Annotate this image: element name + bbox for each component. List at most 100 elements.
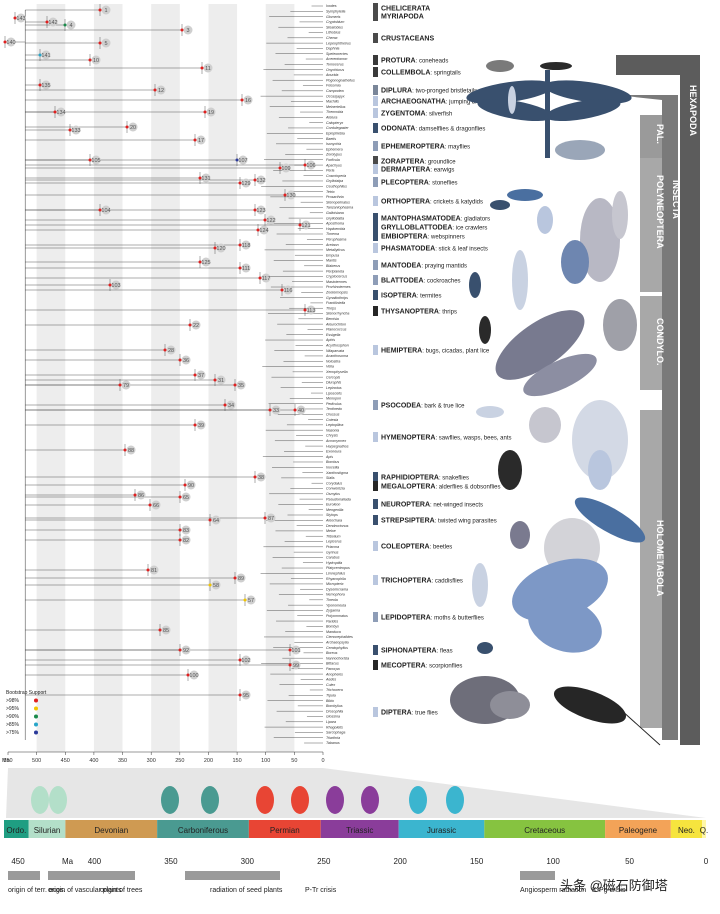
node-bubble <box>216 243 226 253</box>
node-number: 120 <box>216 246 225 252</box>
support-dot <box>63 23 67 27</box>
clade-name: ODONATA: damselflies & dragonflies <box>381 126 485 133</box>
clade-name: ORTHOPTERA: crickets & katydids <box>381 199 483 206</box>
node-number: 58 <box>213 583 219 589</box>
clade-embioptera: EMBIOPTERA: webspinners <box>373 231 465 241</box>
taxon-label: Leptopilina <box>326 423 343 427</box>
taxon-label: Sialis <box>326 476 335 480</box>
node-marker: 66 <box>148 500 161 510</box>
insect-silhouettes <box>450 60 661 746</box>
clade-name: COLEOPTERA: beetles <box>381 544 452 551</box>
node-marker: 121 <box>298 220 311 230</box>
clade-ephemeroptera: EPHEMEROPTERA: mayflies <box>373 141 470 151</box>
taxon-label: Empusa <box>326 253 339 257</box>
support-dot <box>263 218 267 222</box>
tree-axis-tick-label: 550 <box>3 758 12 764</box>
node-bubble <box>166 345 176 355</box>
node-bubble <box>256 175 266 185</box>
taxon-label: Thermobia <box>326 110 343 114</box>
support-dot <box>243 598 247 602</box>
clade-color-block <box>373 306 378 316</box>
taxon-label: Polyommatus <box>326 614 348 618</box>
support-dot <box>178 528 182 532</box>
termite-silhouette <box>469 272 481 298</box>
node-marker: 103 <box>108 280 121 290</box>
node-marker: 11 <box>200 63 213 73</box>
node-number: 1 <box>104 8 107 14</box>
holometabola-label: HOLOMETABOLA <box>655 520 665 597</box>
legend-item-label: >90% <box>6 714 19 720</box>
support-dot <box>188 323 192 327</box>
support-dot <box>253 178 257 182</box>
node-bubble <box>181 492 191 502</box>
node-number: 34 <box>228 403 234 409</box>
timescale-tick-label: 250 <box>317 857 331 866</box>
clade-color-block <box>373 345 378 355</box>
clade-name: MYRIAPODA <box>381 14 424 21</box>
clade-name: MANTOPHASMATODEA: gladiators <box>381 216 490 223</box>
period-label: Jurassic <box>427 826 456 835</box>
clade-name: STREPSIPTERA: twisted wing parasites <box>381 518 497 525</box>
clade-trichoptera: TRICHOPTERA: caddisflies <box>373 575 463 585</box>
node-number: 102 <box>241 658 250 664</box>
node-bubble <box>91 155 101 165</box>
clade-hymenoptera: HYMENOPTERA: sawflies, wasps, bees, ants <box>373 432 512 442</box>
node-number: 28 <box>168 348 174 354</box>
taxon-label: Planococcus <box>326 328 347 332</box>
watermark: 头条 @磁石防御塔 <box>560 878 668 893</box>
taxon-label: Steatobius <box>326 25 343 29</box>
cicada-silhouette <box>495 310 597 397</box>
period-cretaceous <box>484 820 606 838</box>
taxon-label: Hydroptila <box>326 561 342 565</box>
taxon-label: Euroleon <box>326 503 340 507</box>
period-carboniferous <box>157 820 249 838</box>
taxon-label: Machilis <box>326 100 339 104</box>
taxon-label: Corydalus <box>326 481 342 485</box>
tree-axis-tick-label: 0 <box>321 758 324 764</box>
clade-color-block <box>373 660 378 670</box>
clade-labels: CHELICERATAMYRIAPODACRUSTACEANSPROTURA: … <box>373 3 512 717</box>
support-dot <box>186 673 190 677</box>
clade-color-block <box>373 11 378 21</box>
taxon-label: Osmylus <box>326 492 340 496</box>
protura-silhouette <box>540 62 572 70</box>
node-marker: 143 <box>13 13 26 23</box>
support-dot <box>193 423 197 427</box>
node-marker: 107 <box>235 155 248 165</box>
taxon-label: Menopon <box>326 397 341 401</box>
bee-silhouette <box>572 400 628 490</box>
clade-zygentoma: ZYGENTOMA: silverfish <box>373 108 452 118</box>
support-dot <box>178 538 182 542</box>
period-permian <box>248 820 321 838</box>
node-bubble <box>216 375 226 385</box>
strepsiptera-silhouette <box>510 521 530 549</box>
clade-megaloptera: MEGALOPTERA: alderflies & dobsonflies <box>373 481 501 491</box>
taxon-label: Galloisiana <box>326 211 344 215</box>
clade-crustaceans: CRUSTACEANS <box>373 33 434 43</box>
node-number: 11 <box>205 66 211 72</box>
node-marker: 106 <box>303 160 316 170</box>
clade-color-block <box>373 472 378 482</box>
taxon-label: Cotesia <box>326 418 338 422</box>
support-dot <box>193 373 197 377</box>
node-number: 86 <box>138 493 144 499</box>
node-marker: 20 <box>125 122 138 132</box>
node-number: 81 <box>151 568 157 574</box>
node-number: 64 <box>213 518 219 524</box>
period-label: Paleogene <box>619 826 658 835</box>
node-marker: 39 <box>193 420 206 430</box>
node-number: 10 <box>93 58 99 64</box>
node-marker: 124 <box>256 225 269 235</box>
node-number: 140 <box>6 40 15 46</box>
era-insect-silhouette <box>201 786 219 814</box>
clade-name: BLATTODEA: cockroaches <box>381 278 461 285</box>
taxon-label: Sarcophaga <box>326 731 345 735</box>
clade-color-block <box>373 243 378 253</box>
taxon-label: Ceratophyllus <box>326 646 348 650</box>
taxon-label: Aleochara <box>325 519 342 523</box>
period-label: Devonian <box>94 826 128 835</box>
clade-color-block <box>373 541 378 551</box>
node-bubble <box>243 95 253 105</box>
node-marker: 85 <box>158 625 171 635</box>
node-number: 130 <box>286 193 295 199</box>
